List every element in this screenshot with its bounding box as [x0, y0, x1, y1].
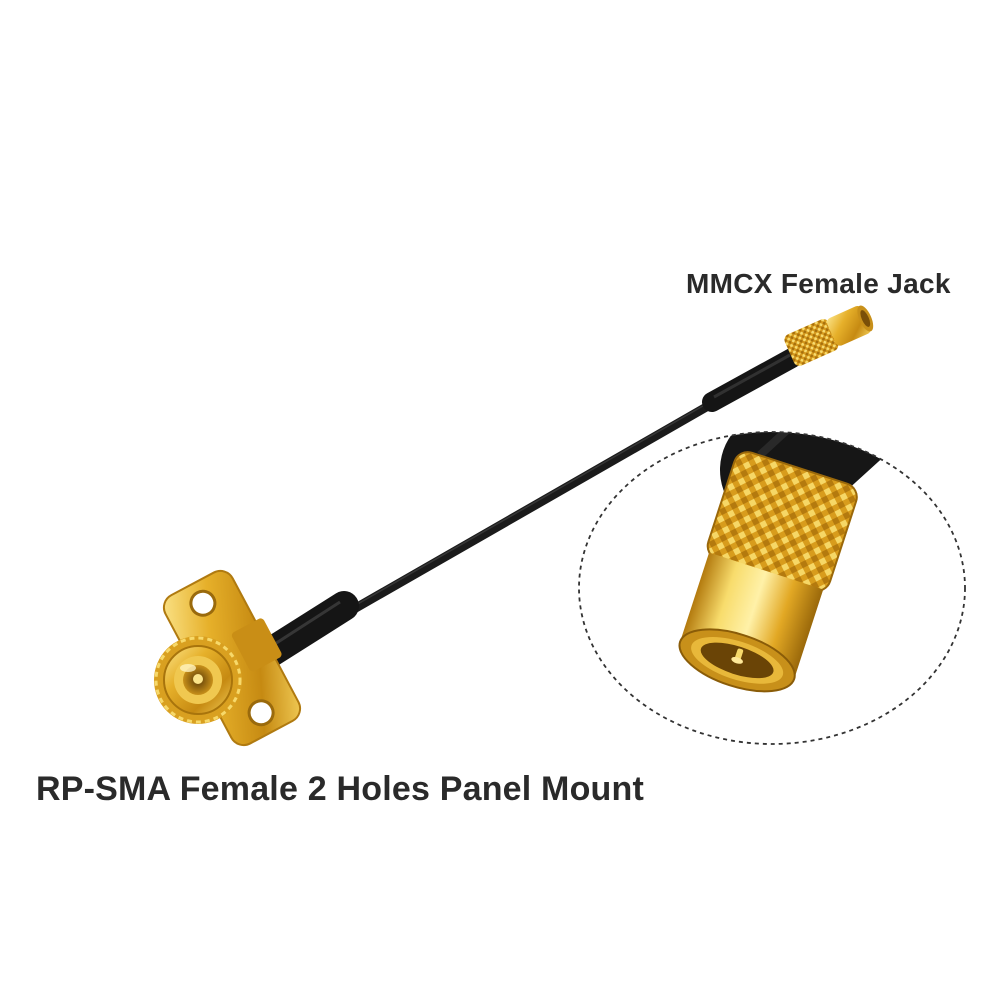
coax-cable [295, 393, 727, 645]
mmcx-strain-relief [702, 348, 802, 412]
rp-sma-connector [154, 569, 302, 747]
zoom-detail-inset [578, 431, 966, 745]
rp-sma-label: RP-SMA Female 2 Holes Panel Mount [36, 770, 645, 808]
mmcx-label: MMCX Female Jack [686, 268, 951, 299]
mmcx-connector [784, 305, 874, 366]
